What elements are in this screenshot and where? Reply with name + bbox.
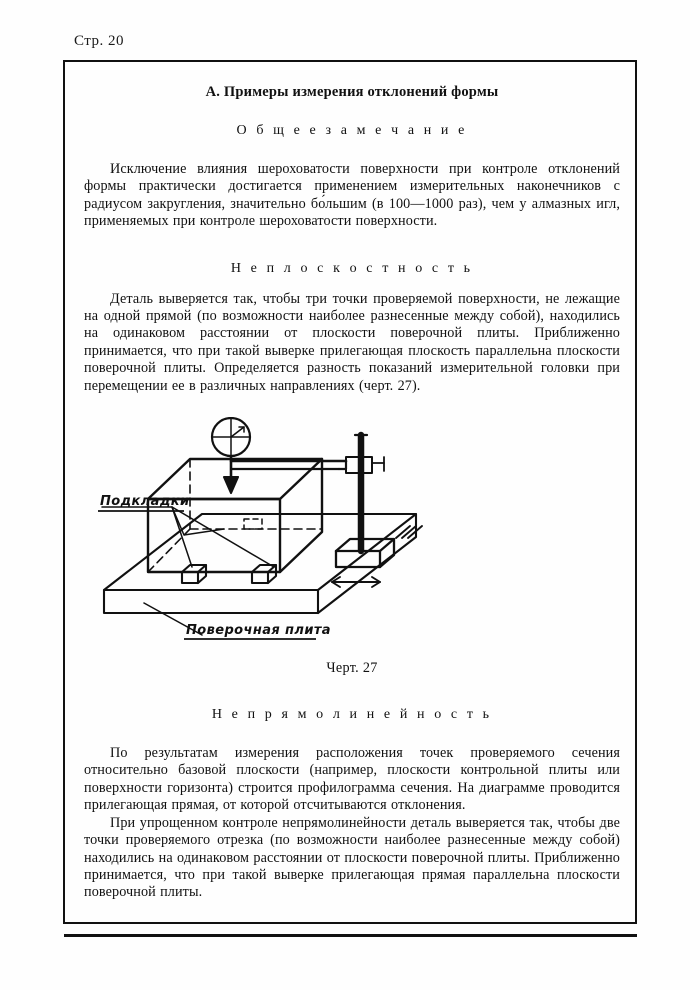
page-content: А. Примеры измерения отклонений формы О … [84,72,620,902]
shims-label: Подкладки [100,494,189,509]
surface-plate-label: Поверочная плита [186,623,331,638]
surface-plate-leader-line [143,602,203,636]
subheading-straightness: Н е п р я м о л и н е й н о с т ь [211,707,493,723]
subheading-general-remark: О б щ е е з а м е ч а н и е [236,123,468,138]
figure-27-drawing: Подкладки Поверочная плита [98,417,423,640]
dial-indicator-shape [210,417,252,458]
subheading-flatness: Н е п л о с к о с т н о с т ь [230,260,474,276]
surface-plate-shape [102,513,418,615]
paragraph-straightness-2: При упрощенном контроле непрямолинейност… [84,814,620,901]
workpiece-inner-detail [243,518,263,530]
paragraph-general-remark: Исключение влияния шероховатости поверхн… [84,161,620,230]
paragraph-flatness: Деталь выверяется так, чтобы три точки п… [84,290,620,394]
indicator-arm-shape [229,456,385,475]
stand-base-shape [334,537,396,569]
label-underlines [98,510,316,640]
shims-leader-lines [101,506,275,568]
section-title: А. Примеры измерения отклонений формы [205,84,499,100]
page-number-marker: Стр. 20 [74,33,125,49]
figure-27: Подкладки Поверочная плита [84,417,620,652]
paragraph-straightness-1: По результатам измерения расположения то… [84,745,620,814]
page-frame-border [63,60,637,924]
figure-caption: Черт. 27 [326,660,378,677]
workpiece-block-shape [146,457,324,574]
stand-post-shape [353,431,369,555]
bottom-rule [64,934,637,937]
stand-motion-arrows [331,525,423,589]
